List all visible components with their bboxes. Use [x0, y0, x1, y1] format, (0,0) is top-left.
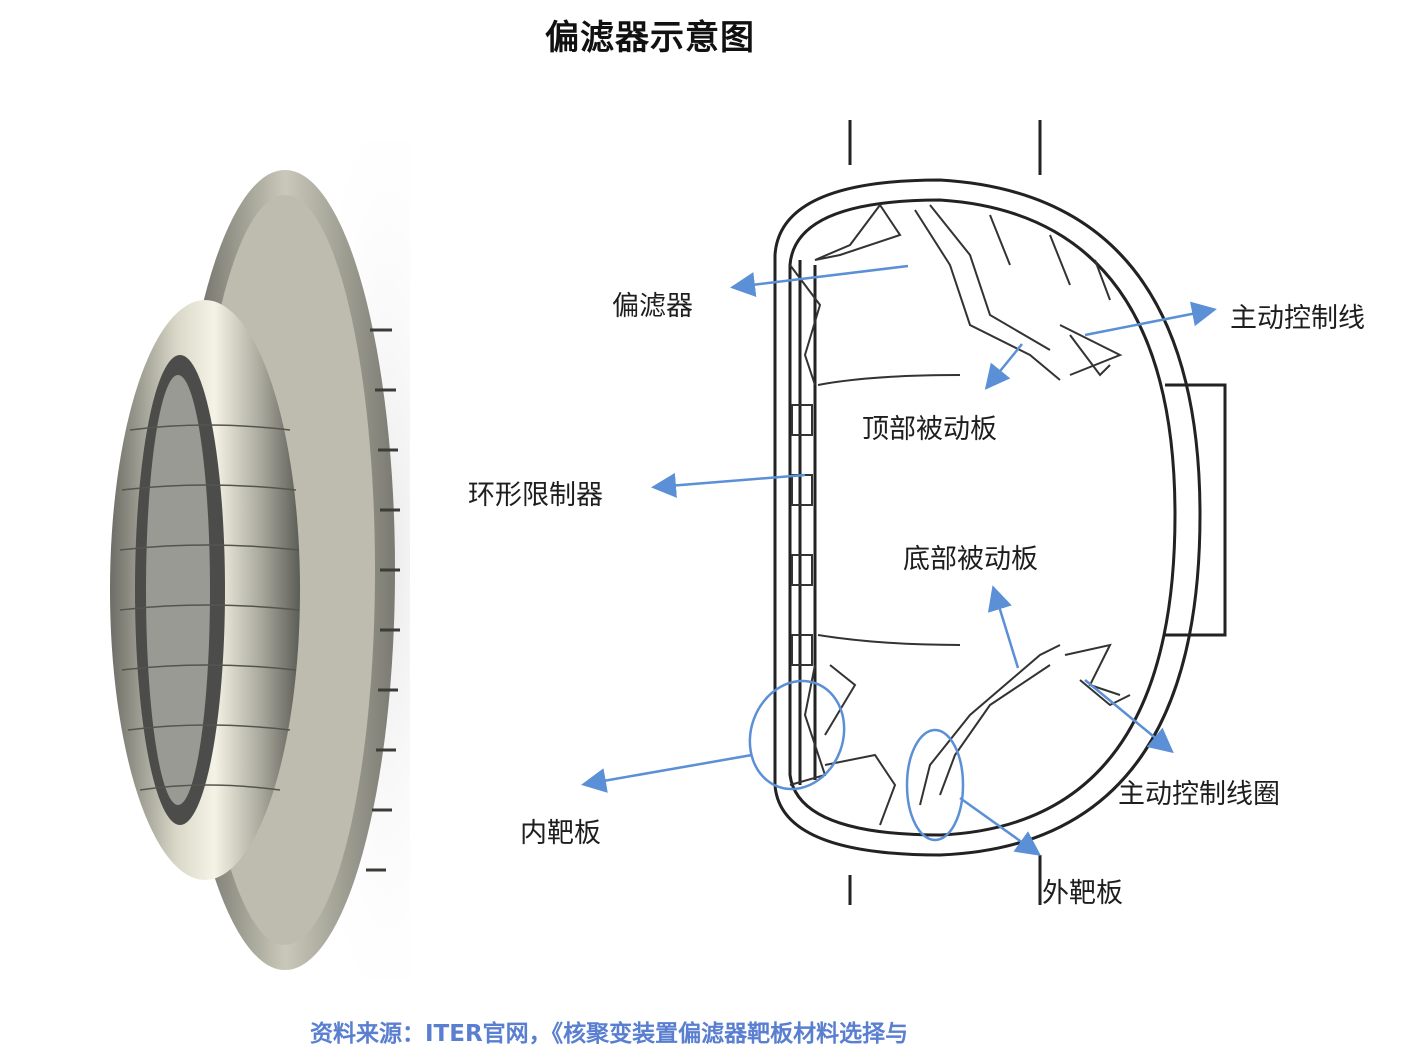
page-title: 偏滤器示意图: [545, 18, 755, 58]
divertor-cross-section: [773, 120, 1227, 905]
label-top-passive-plate: 顶部被动板: [862, 414, 997, 445]
label-ring-limiter: 环形限制器: [468, 480, 603, 511]
label-outer-target: 外靶板: [1042, 878, 1123, 909]
source-fade-overlay: [900, 1010, 1404, 1050]
label-divertor: 偏滤器: [612, 291, 693, 322]
label-bottom-passive-plate: 底部被动板: [903, 544, 1038, 575]
label-inner-target: 内靶板: [520, 818, 601, 849]
source-note: 资料来源：ITER官网，《核聚变装置偏滤器靶板材料选择与: [310, 1021, 909, 1047]
label-active-coil-bottom: 主动控制线圈: [1118, 779, 1280, 810]
torus-render-image: [110, 140, 410, 980]
label-active-coil-top: 主动控制线: [1230, 303, 1365, 334]
